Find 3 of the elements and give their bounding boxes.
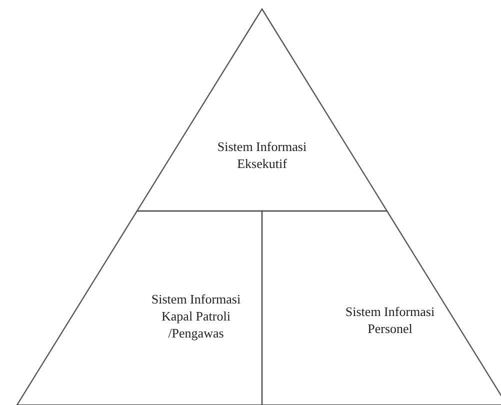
- section-label: Sistem Informasi Personel: [344, 303, 436, 337]
- section-label: Sistem Informasi Eksekutif: [216, 138, 308, 172]
- section-label: Sistem Informasi Kapal Patroli /Pengawas: [150, 290, 242, 342]
